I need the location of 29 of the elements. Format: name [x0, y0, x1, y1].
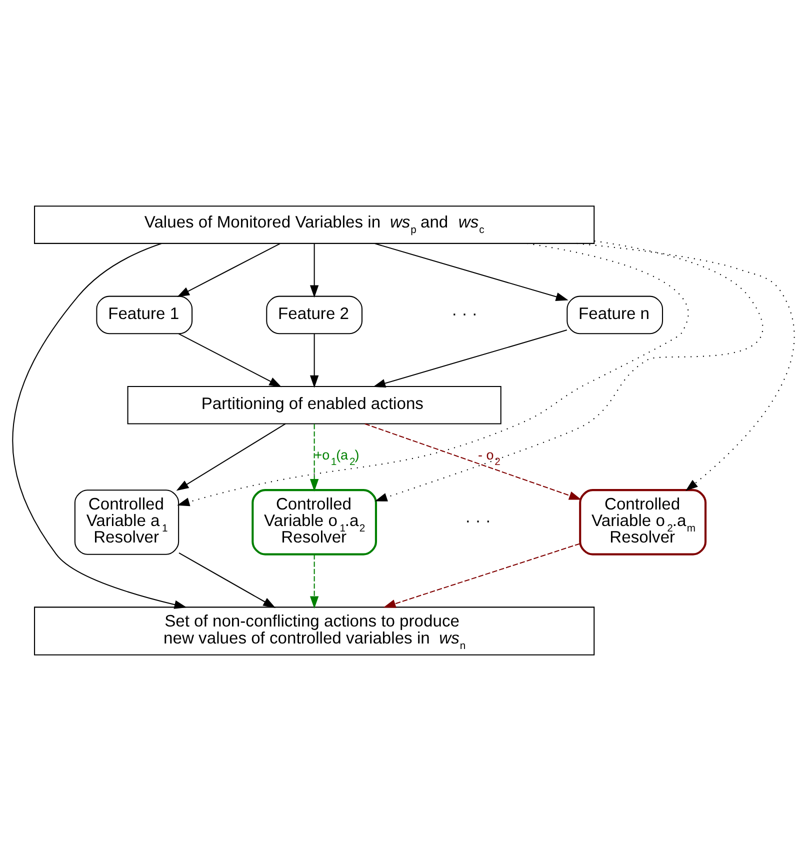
arrow — [12, 243, 187, 609]
node-box: Values of Monitored Variables in ws$_{p}$ and ws$_{c}$ — [34, 206, 595, 244]
label: · · · — [452, 304, 478, 323]
edge-label: - o$_{2}$ — [478, 447, 500, 468]
arrow — [310, 554, 319, 609]
node-box: Set of non-conflicting actions to produce new values of controlled variables in ws$_{n}$ — [34, 606, 595, 656]
arrow — [178, 333, 282, 388]
node-box: Partitioning of enabled actions — [127, 386, 502, 424]
arrow — [310, 424, 319, 492]
arrow — [177, 243, 689, 506]
node-box: Feature 1 — [96, 296, 193, 334]
node-box: Controlled Variable o$_{1}$.a$_{2}$ Resolver — [252, 489, 378, 556]
node-box: Controlled Variable a$_{1}$ Resolver — [74, 490, 180, 555]
arrow — [310, 334, 319, 388]
node-box: Controlled Variable o$_{2}$.a$_{m}$ Resolver — [579, 489, 707, 556]
arrow — [374, 243, 568, 301]
arrow — [177, 243, 280, 297]
arrow — [310, 244, 319, 298]
edge-label: +o$_{1}$(a$_{2}$) — [314, 447, 360, 468]
node-box: Feature n — [566, 296, 664, 334]
label: · · · — [465, 511, 491, 530]
arrow — [373, 330, 568, 388]
arrow — [178, 552, 276, 608]
arrow — [374, 240, 763, 502]
arrow — [383, 543, 580, 608]
arrow — [576, 242, 795, 492]
arrow — [364, 423, 582, 500]
node-box: Feature 2 — [266, 296, 362, 334]
arrow — [176, 423, 286, 491]
